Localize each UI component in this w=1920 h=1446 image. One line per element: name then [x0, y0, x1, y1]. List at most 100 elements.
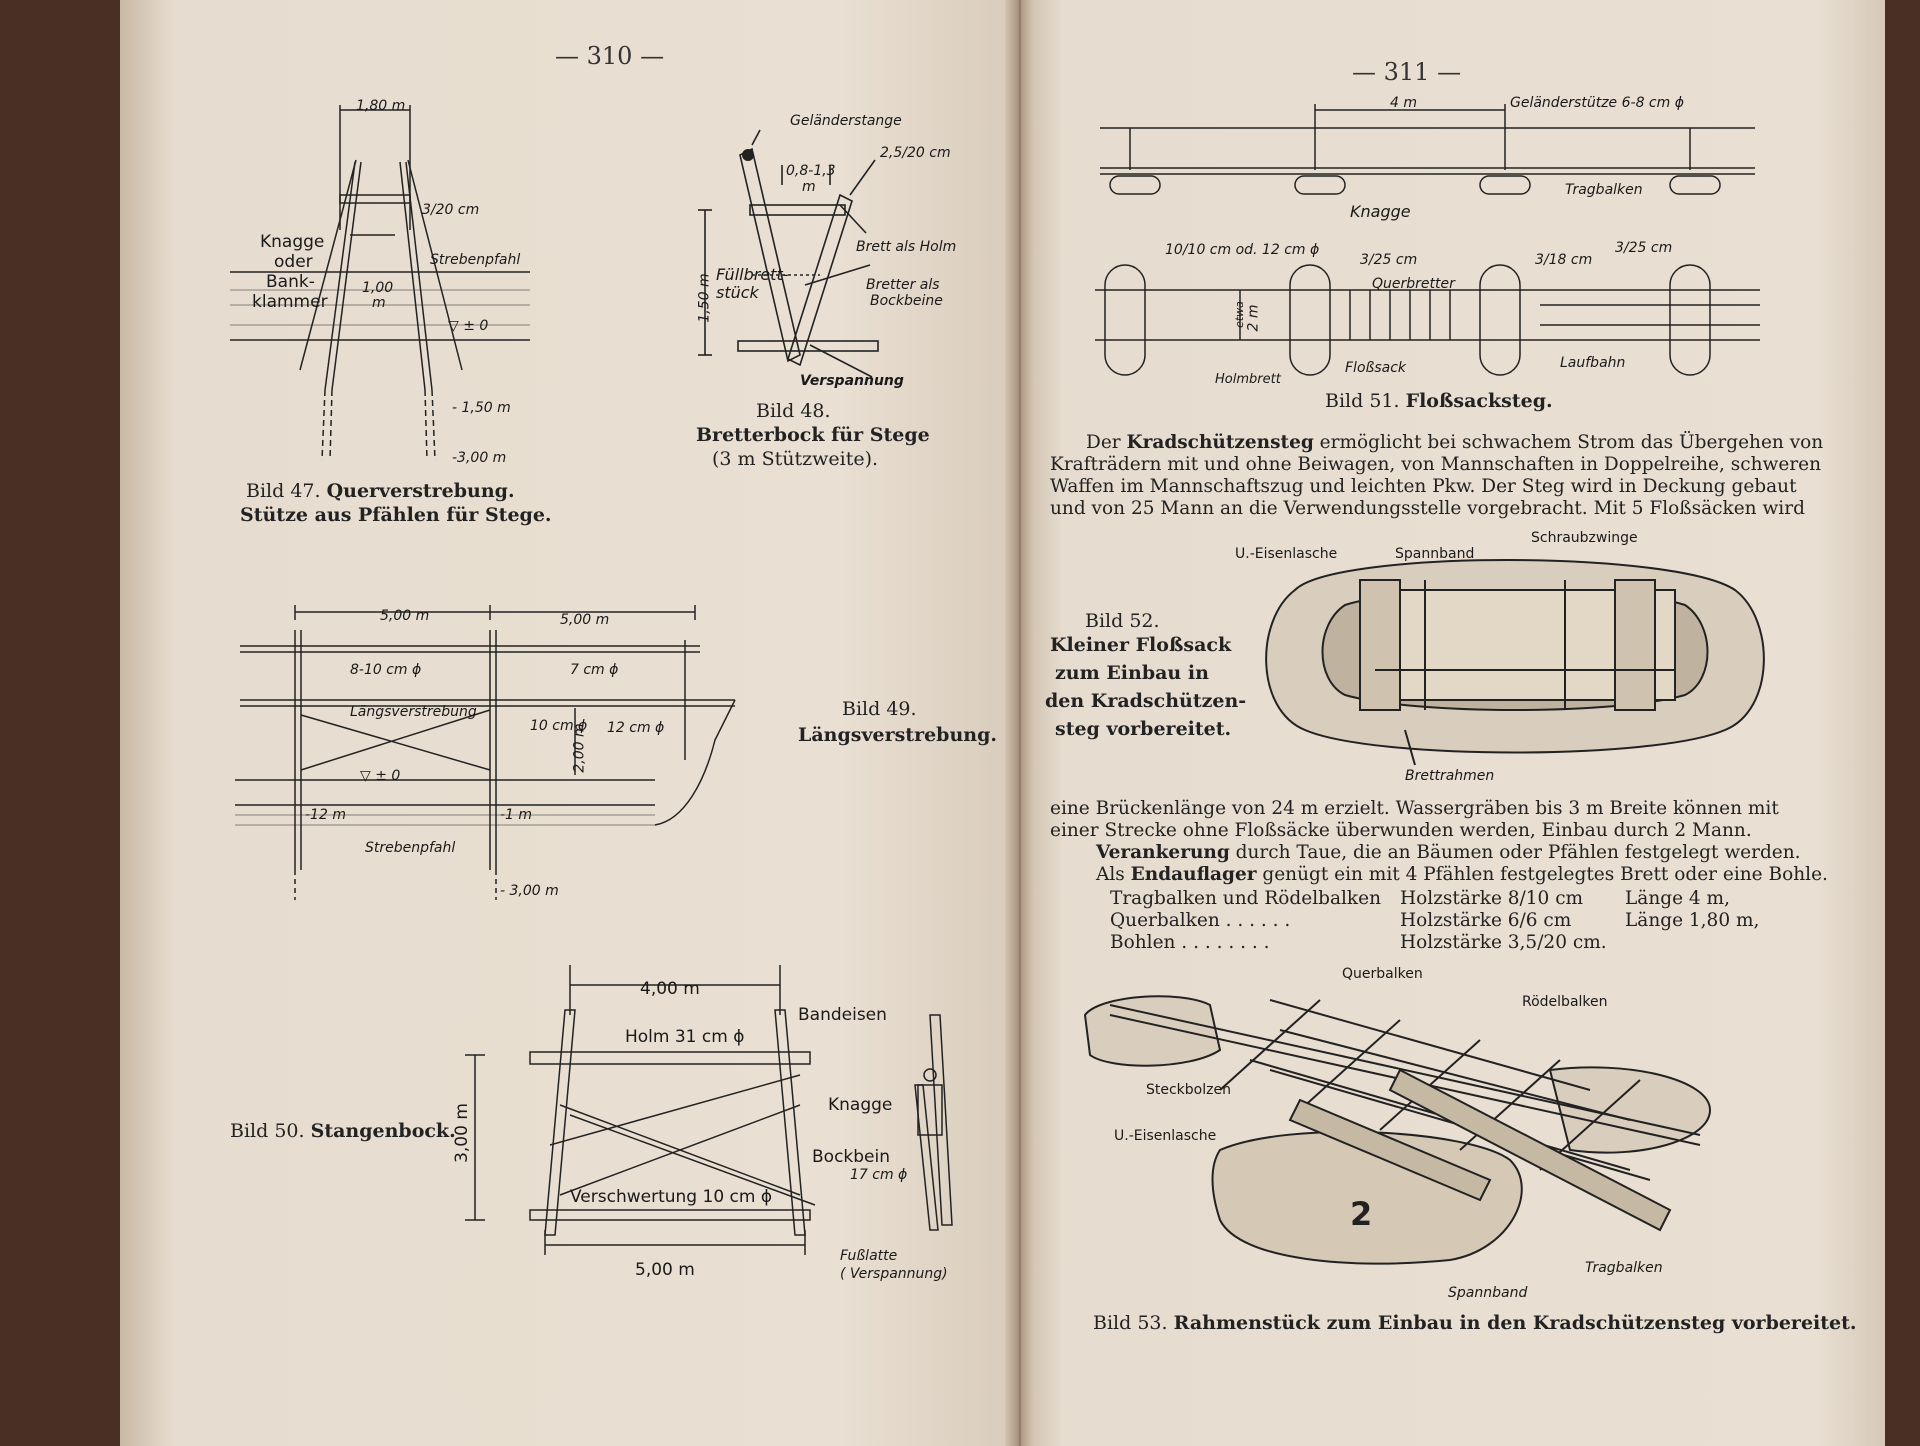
- table-row: Querbalken . . . . . . Holzstärke 6/6 cm…: [1110, 910, 1790, 932]
- fig49-strebenpfahl-label: Strebenpfahl: [365, 840, 456, 856]
- fig49-caption-num: Bild 49.: [842, 698, 917, 720]
- figure-49-drawing: [235, 605, 736, 900]
- fig49-span2-label: 5,00 m: [560, 612, 610, 628]
- fig50-knagge-label: Knagge: [828, 1095, 893, 1115]
- fig49-span1-label: 5,00 m: [380, 608, 430, 624]
- fig53-caption-num: Bild 53.: [1093, 1312, 1168, 1334]
- fig48-caption-num: Bild 48.: [756, 400, 831, 422]
- figure-49: 5,00 m 5,00 m 8-10 cm ϕ 7 cm ϕ Längsvers…: [235, 600, 745, 900]
- fig47-dim100-label: 1,00: [362, 280, 394, 296]
- fig51-tragbalken-label: Tragbalken: [1565, 182, 1643, 198]
- fig47-caption-title: Querverstrebung.: [326, 480, 515, 502]
- figure-47: 1,80 m Knagge oder Bank- klammer 3/20 cm…: [230, 90, 540, 470]
- fig49-d4-label: 12 cm ϕ: [607, 720, 665, 736]
- table-row: Bohlen . . . . . . . . Holzstärke 3,5/20…: [1110, 932, 1790, 954]
- fig53-spannband-label: Spannband: [1448, 1285, 1528, 1301]
- table-cell-name: Querbalken . . . . . .: [1110, 910, 1291, 931]
- fig51-caption-num: Bild 51.: [1325, 390, 1400, 412]
- fig47-caption-sub: Stütze aus Pfählen für Stege.: [240, 504, 552, 526]
- table-cell-name: Bohlen . . . . . . . .: [1110, 932, 1270, 953]
- para1-line-3: Waffen im Mannschaftszug und leichten Pk…: [1050, 476, 1797, 497]
- fig51-dim3-label: 3/18 cm: [1535, 252, 1593, 268]
- fig49-deep-label: - 3,00 m: [500, 883, 559, 899]
- figure-48: Geländerstange 0,8-1,3 m 2,5/20 cm Brett…: [690, 105, 980, 395]
- fig49-d3-label: 10 cm ϕ: [530, 718, 588, 734]
- fig51-flosssack-label: Floßsack: [1345, 360, 1407, 376]
- fig47-knagge-label: Knagge: [260, 232, 325, 252]
- page-number-left: — 310 —: [555, 42, 665, 70]
- fig50-bockbein-dim-label: 17 cm ϕ: [850, 1167, 908, 1183]
- book-gutter: [1005, 0, 1035, 1446]
- fig47-dim-m-label: m: [372, 295, 386, 311]
- para4-bold: Endauflager: [1130, 864, 1257, 885]
- fig48-caption-title: Bretterbock für Stege: [696, 424, 930, 446]
- fig48-caption-sub: (3 m Stützweite).: [712, 448, 879, 470]
- fig50-holm-label: Holm 31 cm ϕ: [625, 1027, 745, 1047]
- fig52-u-eisen-label: U.-Eisenlasche: [1235, 546, 1338, 562]
- fig53-caption-title: Rahmenstück zum Einbau in den Kradschütz…: [1173, 1312, 1857, 1334]
- fig50-caption: Bild 50. Stangenbock.: [230, 1120, 456, 1142]
- fig48-height-label: 1,50 m: [696, 273, 713, 323]
- fig47-oder-label: oder: [274, 252, 313, 272]
- fig51-gelaender-label: Geländerstütze 6-8 cm ϕ: [1510, 95, 1684, 111]
- page-number-right: — 311 —: [1352, 58, 1462, 86]
- fig52-spannband-label: Spannband: [1395, 546, 1475, 562]
- fig47-bank-label: Bank-: [266, 272, 315, 292]
- fig48-fuellbrett-label: Füllbrett-: [716, 265, 789, 284]
- fig47-klammer-label: klammer: [252, 292, 328, 312]
- fig50-bandeisen-label: Bandeisen: [798, 1005, 887, 1025]
- figure-50-drawing: [465, 965, 953, 1255]
- fig47-water-label: ▽ ± 0: [448, 318, 489, 334]
- paragraph-2: eine Brückenlänge von 24 m erzielt. Wass…: [1050, 798, 1828, 886]
- fig52-caption-line-4: steg vorbereitet.: [1055, 718, 1232, 740]
- fig49-laengs-label: Längsverstrebung: [350, 704, 477, 720]
- fig51-dim1-label: 10/10 cm od. 12 cm ϕ: [1165, 242, 1320, 258]
- fig47-width-label: 1,80 m: [356, 98, 406, 114]
- figure-52: U.-Eisenlasche Spannband Schraubzwinge B…: [1235, 530, 1775, 790]
- fig51-2m-label: 2 m: [1245, 304, 1262, 332]
- fig53-u-eisen-label: U.-Eisenlasche: [1114, 1128, 1217, 1144]
- figure-51: 4 m Geländerstütze 6-8 cm ϕ Knagge Tragb…: [1090, 90, 1780, 387]
- fig53-roedelbalken-label: Rödelbalken: [1522, 994, 1608, 1010]
- fig50-caption-num: Bild 50.: [230, 1120, 305, 1142]
- fig52-caption-line-2: zum Einbau in: [1055, 662, 1209, 684]
- fig49-m1-label: -1 m: [500, 807, 533, 823]
- fig50-bockbein-label: Bockbein: [812, 1147, 891, 1167]
- paragraph-1: Der Kradschützensteg ermöglicht bei schw…: [1050, 432, 1824, 520]
- fig49-m12-label: -12 m: [305, 807, 346, 823]
- figure-53: 2 Querbalken Rödelbalken Steckbolzen U.-…: [1070, 960, 1770, 1305]
- fig52-schraubzwinge-label: Schraubzwinge: [1531, 530, 1638, 546]
- fig50-verspannung-label: ( Verspannung): [840, 1266, 948, 1282]
- figure-48-drawing: [698, 129, 879, 378]
- fig51-caption-title: Floßsacksteg.: [1405, 390, 1553, 412]
- fig49-water-label: ▽ ± 0: [360, 768, 401, 784]
- fig50-verschwertung-label: Verschwertung 10 cm ϕ: [570, 1187, 773, 1207]
- para3-rest: durch Taue, die an Bäumen oder Pfählen f…: [1229, 842, 1801, 863]
- table-cell-laenge: Länge 1,80 m,: [1625, 910, 1760, 931]
- left-page: [120, 0, 1020, 1446]
- fig49-caption-title: Längsverstrebung.: [798, 724, 997, 746]
- fig51-caption: Bild 51. Floßsacksteg.: [1325, 390, 1553, 412]
- figure-53-drawing: 2: [1083, 995, 1712, 1265]
- fig52-caption-num: Bild 52.: [1085, 610, 1160, 632]
- fig48-stueck-label: stück: [716, 283, 759, 302]
- fig52-caption-line-1: Kleiner Floßsack: [1050, 634, 1232, 656]
- para4-pre: Als: [1096, 864, 1131, 885]
- fig53-boat-number: 2: [1350, 1195, 1372, 1233]
- fig48-gelaenderstange-label: Geländerstange: [790, 113, 902, 129]
- para1-line-1: Der Kradschützensteg ermöglicht bei schw…: [1086, 432, 1824, 453]
- fig47-depth2-label: -3,00 m: [452, 450, 507, 466]
- fig51-dim2-label: 3/25 cm: [1360, 252, 1418, 268]
- table-cell-staerke: Holzstärke 6/6 cm: [1400, 910, 1572, 931]
- table-cell-name: Tragbalken und Rödelbalken: [1110, 888, 1381, 909]
- fig51-span-label: 4 m: [1390, 95, 1417, 111]
- fig49-d1-label: 8-10 cm ϕ: [350, 662, 422, 678]
- para3-line: Verankerung durch Taue, die an Bäumen od…: [1050, 842, 1810, 864]
- fig48-brett-holm-label: Brett als Holm: [856, 239, 957, 255]
- table-cell-staerke: Holzstärke 8/10 cm: [1400, 888, 1584, 909]
- fig53-tragbalken-label: Tragbalken: [1585, 1260, 1663, 1276]
- para1-line-4: und von 25 Mann an die Verwendungsstelle…: [1050, 498, 1805, 519]
- fig50-top-span-label: 4,00 m: [640, 979, 700, 999]
- figure-51-drawing: [1095, 104, 1760, 376]
